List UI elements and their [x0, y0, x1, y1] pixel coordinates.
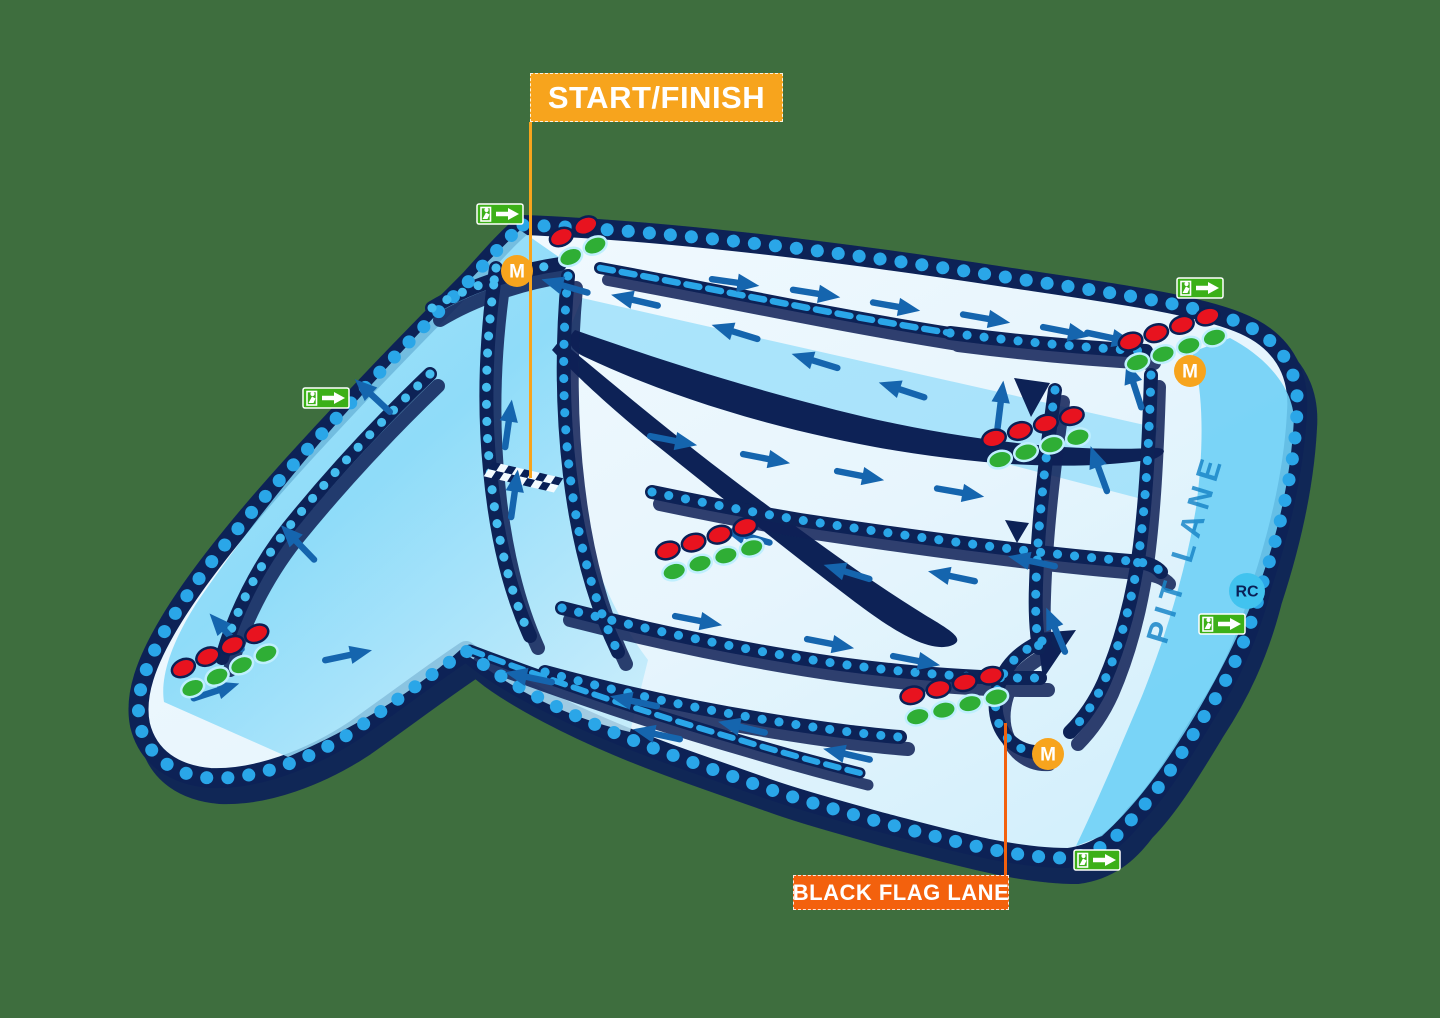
red-light [573, 215, 599, 237]
start-light-cluster [548, 215, 608, 268]
red-light [1194, 306, 1221, 327]
green-light [987, 449, 1014, 470]
red-light [244, 623, 270, 645]
start-finish-leader-line [529, 122, 532, 478]
race-control-marker: RC [1229, 573, 1265, 609]
emergency-exit-icon [303, 388, 349, 408]
green-light [712, 545, 739, 566]
red-light [951, 672, 978, 693]
start-light-cluster [1117, 306, 1228, 373]
green-light [582, 235, 608, 257]
start-lights [170, 215, 1228, 727]
race-control-label: RC [1235, 584, 1259, 601]
red-light [899, 685, 926, 706]
green-light [956, 693, 984, 714]
red-light [548, 226, 575, 248]
red-light [1117, 331, 1144, 352]
marshal-post-label: M [1182, 362, 1198, 383]
red-light [219, 634, 245, 656]
red-light [170, 657, 197, 679]
red-light [195, 646, 221, 668]
green-light [1012, 442, 1040, 463]
start-light-cluster [654, 516, 765, 582]
green-light [204, 666, 230, 688]
red-light [732, 516, 759, 537]
checker-square [530, 479, 543, 489]
green-light [1175, 335, 1202, 356]
green-light [1124, 352, 1151, 373]
checker-square [503, 465, 517, 475]
green-light [1064, 427, 1091, 448]
marshal-post-label: M [509, 262, 525, 283]
green-light [253, 643, 279, 665]
infield-void [552, 330, 1164, 648]
green-light [983, 687, 1010, 708]
start-light-cluster [899, 665, 1010, 727]
marshal-post-label: M [1040, 745, 1056, 766]
checker-square [499, 472, 512, 482]
red-light [706, 524, 733, 545]
green-light [930, 700, 957, 721]
checker-square [488, 462, 501, 471]
start-light-cluster [170, 623, 279, 699]
green-light [557, 246, 584, 268]
red-light [1006, 420, 1033, 442]
checker-square [550, 476, 564, 486]
emergency-exit-icon [1177, 278, 1223, 298]
marshal-post-marker: M [501, 255, 533, 287]
green-light [687, 553, 714, 574]
red-light [925, 678, 952, 699]
marshal-post-marker: M [1174, 355, 1206, 387]
green-light [904, 706, 931, 727]
emergency-exit-icon [1199, 614, 1245, 634]
checker-square [491, 470, 504, 480]
red-light [1032, 413, 1059, 434]
green-light [661, 561, 688, 582]
red-light [1058, 406, 1085, 427]
black-flag-lane-label: BLACK FLAG LANE [793, 875, 1009, 910]
green-light [1150, 343, 1177, 365]
black-flag-leader-line [1004, 723, 1007, 875]
marshal-post-marker: M [1032, 738, 1064, 770]
red-light [977, 665, 1005, 686]
start-finish-label: START/FINISH [530, 73, 783, 122]
red-light [654, 540, 681, 561]
track-markers: M M M RC [501, 255, 1265, 770]
corner-pocket-void [1005, 378, 1076, 679]
red-light [1143, 323, 1170, 344]
green-light [1038, 434, 1065, 455]
checker-square [546, 483, 559, 493]
checker-square [496, 463, 509, 473]
green-light [738, 537, 765, 558]
checker-square [542, 474, 556, 484]
checker-square [538, 481, 551, 491]
red-light [1168, 314, 1195, 335]
checker-square [535, 472, 548, 482]
red-light [980, 428, 1007, 449]
checker-square [519, 469, 532, 479]
start-light-cluster [980, 406, 1091, 470]
red-light [680, 532, 707, 553]
perimeter-kerb-dots [131, 218, 1304, 865]
green-light [179, 677, 206, 699]
emergency-exit-icon [477, 204, 523, 224]
pit-lane-highlight [1076, 338, 1294, 846]
checker-square [483, 469, 497, 479]
emergency-exit-icon [1074, 850, 1120, 870]
green-light [228, 654, 255, 676]
green-light [1201, 327, 1228, 348]
checker-square [522, 478, 536, 488]
